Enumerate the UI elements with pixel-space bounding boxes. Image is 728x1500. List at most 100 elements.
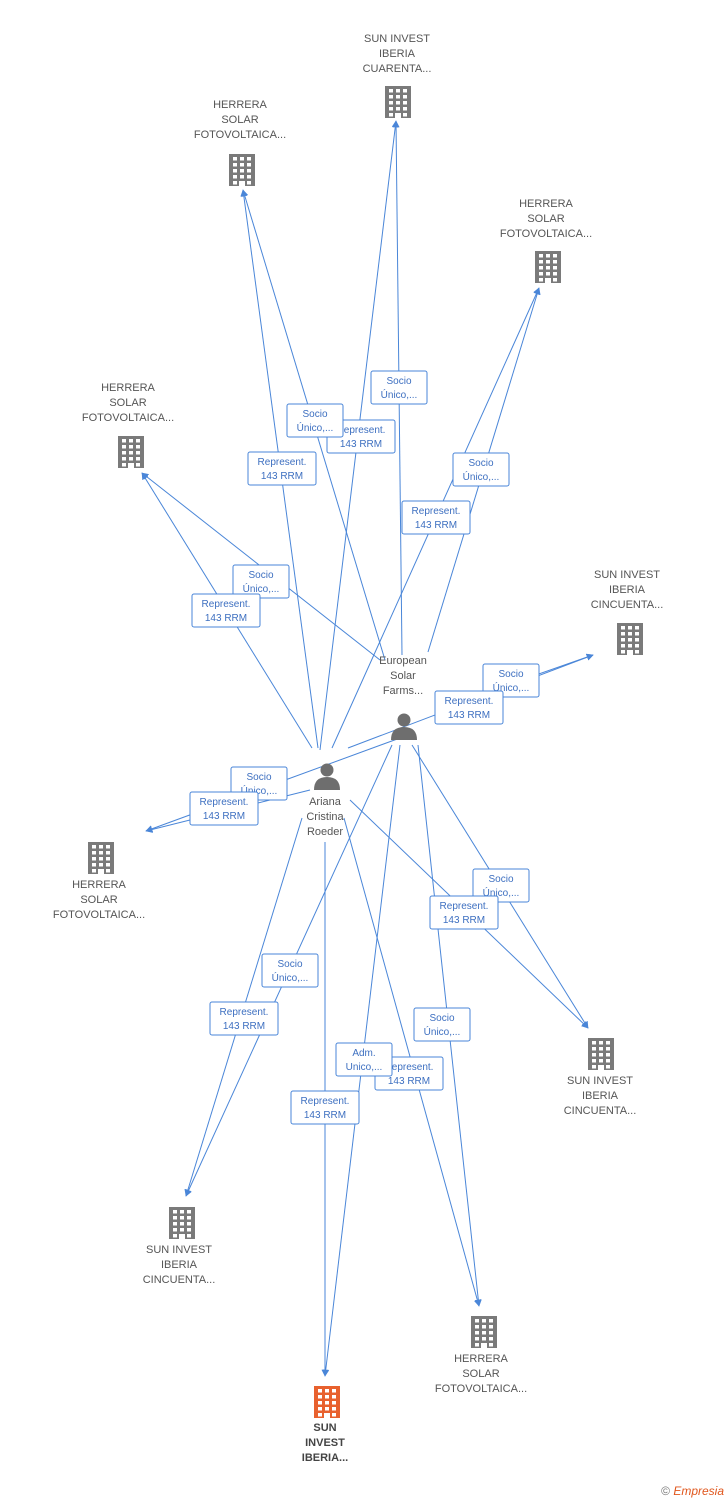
relation-label-line: 143 RRM (203, 811, 245, 822)
node-label-line: SUN (313, 1422, 336, 1434)
node-label-line: SUN INVEST (364, 33, 430, 45)
company-node[interactable]: SUN INVESTIBERIACINCUENTA... (591, 569, 664, 655)
node-label-line: CINCUENTA... (143, 1274, 216, 1286)
person-node[interactable]: EuropeanSolarFarms... (379, 655, 427, 740)
relation-label-line: Único,... (297, 421, 334, 434)
relation-label-line: 143 RRM (340, 439, 382, 450)
relation-label-line: Único,... (424, 1025, 461, 1038)
footer-brand[interactable]: © Empresia (661, 1484, 724, 1498)
building-icon (588, 1038, 614, 1070)
relation-label[interactable]: Represent.143 RRM (290, 1090, 360, 1125)
relation-label-line: Único,... (463, 470, 500, 483)
building-icon (471, 1316, 497, 1348)
node-label-line: SOLAR (221, 114, 258, 126)
node-label-line: FOTOVOLTAICA... (82, 412, 174, 424)
node-label-line: SOLAR (80, 894, 117, 906)
relation-label-line: Adm. (352, 1048, 375, 1059)
relation-label[interactable]: Represent.143 RRM (191, 593, 261, 628)
company-node[interactable]: SUNINVESTIBERIA... (302, 1386, 348, 1464)
node-label-line: CINCUENTA... (591, 599, 664, 611)
relation-label[interactable]: SocioÚnico,... (261, 953, 319, 988)
relation-label[interactable]: Represent. 143 RRM (189, 791, 259, 826)
relation-label-line: 143 RRM (388, 1076, 430, 1087)
building-icon (118, 436, 144, 468)
building-icon (314, 1386, 340, 1418)
building-icon (229, 154, 255, 186)
node-label-line: INVEST (305, 1437, 345, 1449)
relation-label-line: Unico,... (346, 1062, 383, 1073)
relation-label-line: Único,... (381, 388, 418, 401)
relation-label[interactable]: SocioÚnico,... (232, 564, 290, 599)
building-icon (617, 623, 643, 655)
relation-label-line: Socio (468, 458, 493, 469)
relation-label-line: Socio (498, 669, 523, 680)
node-label-line: European (379, 655, 427, 667)
relation-label-line: 143 RRM (448, 710, 490, 721)
node-label-line: IBERIA (161, 1259, 198, 1271)
relation-label-line: 143 RRM (304, 1110, 346, 1121)
relation-label-line: Socio (386, 376, 411, 387)
node-label-line: FOTOVOLTAICA... (53, 909, 145, 921)
relation-label[interactable]: SocioÚnico,... (370, 370, 428, 405)
relation-label[interactable]: SocioÚnico,... (413, 1007, 471, 1042)
node-label-line: IBERIA (609, 584, 646, 596)
relation-label[interactable]: Represent. 143 RRM (209, 1001, 279, 1036)
relation-label[interactable]: SocioÚnico,... (286, 403, 344, 438)
node-label-line: SUN INVEST (146, 1244, 212, 1256)
relation-label-line: Único,... (243, 582, 280, 595)
person-icon (391, 713, 417, 740)
node-label-line: SOLAR (462, 1368, 499, 1380)
relation-label[interactable]: Represent. 143 RRM (401, 500, 471, 535)
relation-label[interactable]: SocioÚnico,... (482, 663, 540, 698)
company-node[interactable]: HERRERASOLARFOTOVOLTAICA... (194, 99, 286, 186)
building-icon (535, 251, 561, 283)
relation-label[interactable]: Represent. 143 RRM (434, 690, 504, 725)
relation-label-line: Represent. (220, 1007, 269, 1018)
node-label-line: CINCUENTA... (564, 1105, 637, 1117)
node-label-line: HERRERA (519, 198, 573, 210)
node-label-line: IBERIA (379, 48, 416, 60)
node-label-line: FOTOVOLTAICA... (194, 129, 286, 141)
relation-label-line: Represent. (200, 797, 249, 808)
edges-layer (141, 120, 594, 1377)
person-icon (314, 763, 340, 790)
relation-label-line: 143 RRM (223, 1021, 265, 1032)
node-label-line: FOTOVOLTAICA... (500, 228, 592, 240)
relation-label-line: Represent. (440, 901, 489, 912)
node-label-line: SOLAR (527, 213, 564, 225)
company-node[interactable]: SUN INVEST IBERIA CUARENTA... (363, 33, 432, 118)
building-icon (88, 842, 114, 874)
relation-label-line: 143 RRM (205, 613, 247, 624)
relation-label[interactable]: SocioÚnico,... (452, 452, 510, 487)
relation-label[interactable]: Represent.143 RRM (247, 451, 317, 486)
node-label-line: SOLAR (109, 397, 146, 409)
node-label-line: CUARENTA... (363, 63, 432, 75)
company-node[interactable]: SUN INVESTIBERIACINCUENTA... (564, 1038, 637, 1117)
company-node[interactable]: HERRERASOLARFOTOVOLTAICA... (82, 382, 174, 468)
relation-label-line: Represent. (445, 696, 494, 707)
relation-label-line: Socio (246, 772, 271, 783)
brand-name: Empresia (673, 1484, 724, 1498)
relation-label-line: Socio (429, 1013, 454, 1024)
relation-label[interactable]: Adm. Unico,... (335, 1042, 393, 1077)
nodes-layer: SUN INVEST IBERIA CUARENTA... HERRERA SOLAR F… (53, 33, 663, 1464)
company-node[interactable]: SUN INVEST IBERIA CINCUENTA... (143, 1207, 216, 1286)
relation-label-line: 143 RRM (415, 520, 457, 531)
node-label-line: HERRERA (454, 1353, 508, 1365)
node-label-line: Solar (390, 670, 416, 682)
node-label-line: HERRERA (72, 879, 126, 891)
building-icon (169, 1207, 195, 1239)
node-label-line: Roeder (307, 826, 343, 838)
company-node[interactable]: HERRERA SOLAR FOTOVOLTAICA... (53, 842, 145, 921)
relation-label[interactable]: Represent. 143 RRM (429, 895, 499, 930)
relation-label-line: 143 RRM (443, 915, 485, 926)
relation-label[interactable]: SocioÚnico,... (472, 868, 530, 903)
relation-label-line: Represent. (258, 457, 307, 468)
relation-label-line: Represent. (412, 506, 461, 517)
company-node[interactable]: HERRERA SOLAR FOTOVOLTAICA... (500, 198, 592, 283)
company-node[interactable]: HERRERA SOLAR FOTOVOLTAICA... (435, 1316, 527, 1395)
node-label-line: FOTOVOLTAICA... (435, 1383, 527, 1395)
node-label-line: Cristina (306, 811, 344, 823)
